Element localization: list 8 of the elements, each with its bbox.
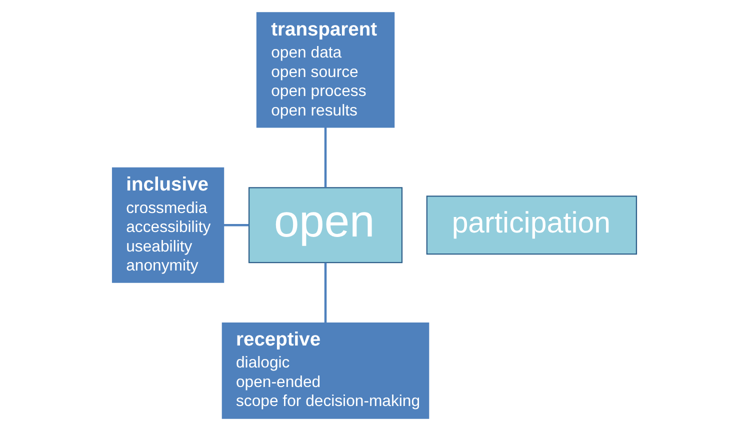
node-box: inclusive crossmedia accessibility useability anonymity [111, 167, 224, 283]
node-box: participation [426, 196, 637, 255]
node-box: receptive dialogic open-ended scope for decision-making [221, 322, 429, 419]
connector [324, 127, 326, 188]
node-box: transparent open data open source open process open results [256, 12, 394, 128]
connector [324, 262, 326, 323]
connector [223, 224, 248, 226]
node-box: open [248, 187, 402, 264]
